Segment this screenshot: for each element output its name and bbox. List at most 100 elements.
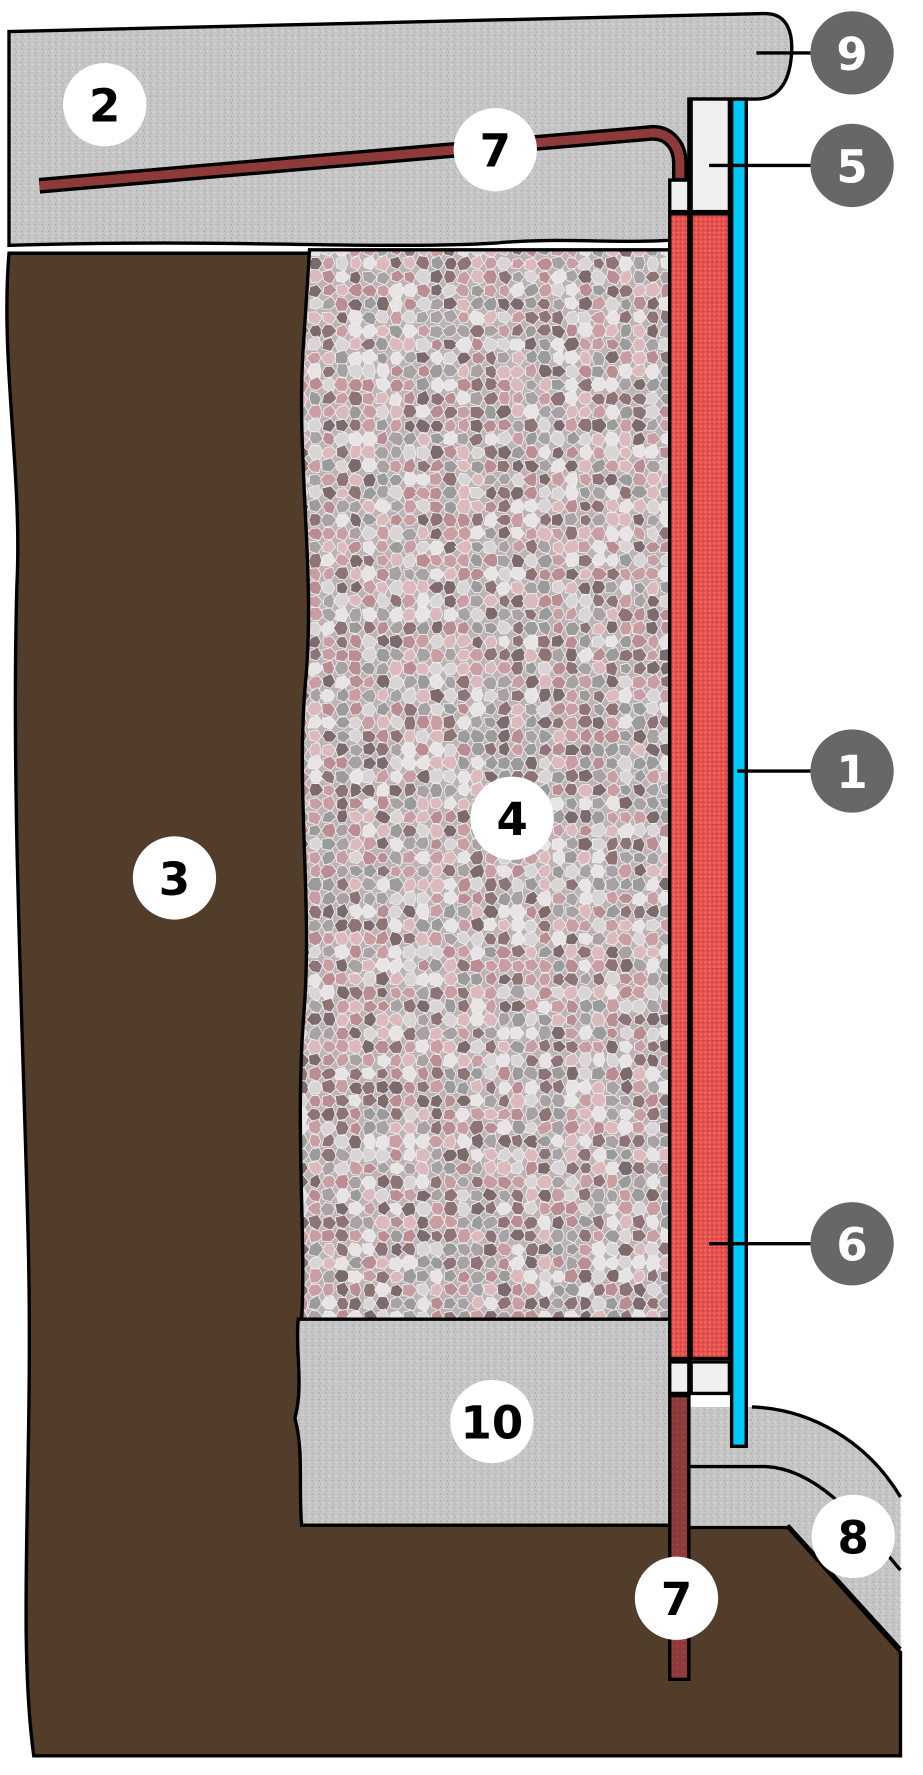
gravel-stone	[457, 918, 472, 933]
gravel-stone	[632, 944, 649, 960]
gravel-stone	[376, 852, 389, 864]
gravel-stone	[632, 255, 646, 271]
gravel-stone	[402, 1133, 417, 1149]
gravel-stone	[470, 1255, 485, 1272]
gravel-stone	[483, 729, 501, 745]
gravel-stone	[360, 876, 379, 892]
gravel-stone	[388, 675, 406, 691]
gravel-stone	[509, 593, 526, 609]
gravel-stone	[376, 633, 393, 649]
gravel-stone	[308, 824, 323, 837]
gravel-stone	[591, 822, 608, 838]
gravel-stone	[403, 971, 419, 987]
gravel-stone	[320, 620, 336, 637]
gravel-stone	[552, 1106, 568, 1121]
gravel-stone	[511, 257, 526, 270]
gravel-stone	[388, 930, 404, 947]
gravel-stone	[605, 875, 621, 893]
gravel-stone	[511, 633, 527, 649]
gravel-stone	[604, 1094, 622, 1108]
gravel-stone	[373, 445, 390, 460]
gravel-stone	[605, 364, 620, 379]
gravel-stone	[389, 1107, 405, 1121]
gravel-stone	[549, 405, 568, 419]
gravel-stone	[606, 1202, 620, 1215]
gravel-stone	[319, 1122, 338, 1137]
gravel-stone	[470, 1214, 486, 1232]
gravel-stone	[646, 322, 660, 340]
gravel-stone	[322, 1242, 336, 1258]
gravel-stone	[456, 1134, 473, 1150]
gravel-stone	[388, 565, 403, 582]
gravel-stone	[578, 540, 592, 554]
gravel-stone	[346, 457, 363, 474]
gravel-stone	[496, 459, 512, 474]
gravel-stone	[589, 526, 606, 542]
gravel-stone	[550, 378, 567, 392]
gravel-stone	[508, 1254, 525, 1272]
gravel-stone	[375, 525, 391, 541]
gravel-stone	[308, 324, 324, 339]
gravel-stone	[564, 525, 579, 541]
gravel-stone	[441, 485, 459, 500]
gravel-stone	[308, 512, 324, 528]
gravel-stone	[630, 363, 647, 378]
gravel-stone	[403, 675, 420, 691]
gravel-stone	[322, 932, 336, 945]
gravel-stone	[348, 1160, 364, 1176]
gravel-stone	[603, 472, 619, 487]
gravel-stone	[631, 1228, 648, 1243]
gravel-stone	[497, 472, 512, 486]
gravel-stone	[456, 1066, 473, 1082]
gravel-stone	[334, 1079, 349, 1094]
gravel-stone	[389, 1310, 405, 1320]
gravel-stone	[549, 1054, 565, 1069]
gravel-stone	[564, 1132, 580, 1148]
gravel-stone	[321, 1228, 338, 1243]
gravel-stone	[387, 1039, 404, 1055]
gravel-stone	[457, 944, 472, 959]
gravel-stone	[429, 1118, 443, 1136]
gravel-stone	[592, 983, 608, 1001]
gravel-stone	[632, 756, 649, 772]
gravel-stone	[631, 1202, 648, 1217]
gravel-stone	[511, 864, 527, 880]
gravel-stone	[632, 1270, 646, 1284]
gravel-stone	[359, 661, 376, 676]
gravel-stone	[644, 541, 662, 554]
gravel-stone	[416, 579, 431, 594]
gravel-stone	[660, 984, 670, 1002]
gravel-stone	[604, 824, 621, 838]
gravel-stone	[456, 1146, 471, 1164]
gravel-stone	[362, 985, 378, 1001]
callout-9: 9	[810, 11, 894, 95]
gravel-stone	[646, 1027, 661, 1042]
gravel-stone	[562, 985, 579, 1001]
gravel-stone	[376, 363, 390, 378]
gravel-stone	[457, 1296, 471, 1311]
gravel-stone	[619, 957, 635, 973]
gravel-stone	[591, 931, 608, 946]
gravel-stone	[579, 971, 593, 986]
gravel-stone	[347, 1295, 363, 1312]
gravel-stone	[647, 633, 661, 651]
gravel-stone	[566, 430, 582, 446]
gravel-stone	[334, 769, 352, 786]
gravel-stone	[346, 1175, 363, 1190]
gravel-stone	[550, 1134, 565, 1147]
gravel-stone	[416, 972, 432, 987]
gravel-stone	[470, 524, 486, 540]
gravel-stone	[417, 876, 430, 893]
gravel-stone	[389, 892, 405, 906]
gravel-stone	[457, 416, 471, 434]
gravel-stone	[454, 1107, 471, 1123]
gravel-stone	[497, 755, 513, 771]
gravel-stone	[645, 281, 662, 299]
gravel-stone	[498, 283, 512, 299]
gravel-stone	[349, 728, 363, 744]
gravel-stone	[334, 418, 350, 433]
gravel-stone	[388, 1133, 405, 1150]
gravel-stone	[415, 796, 430, 811]
gravel-stone	[604, 1134, 621, 1150]
gravel-stone	[415, 1039, 430, 1054]
